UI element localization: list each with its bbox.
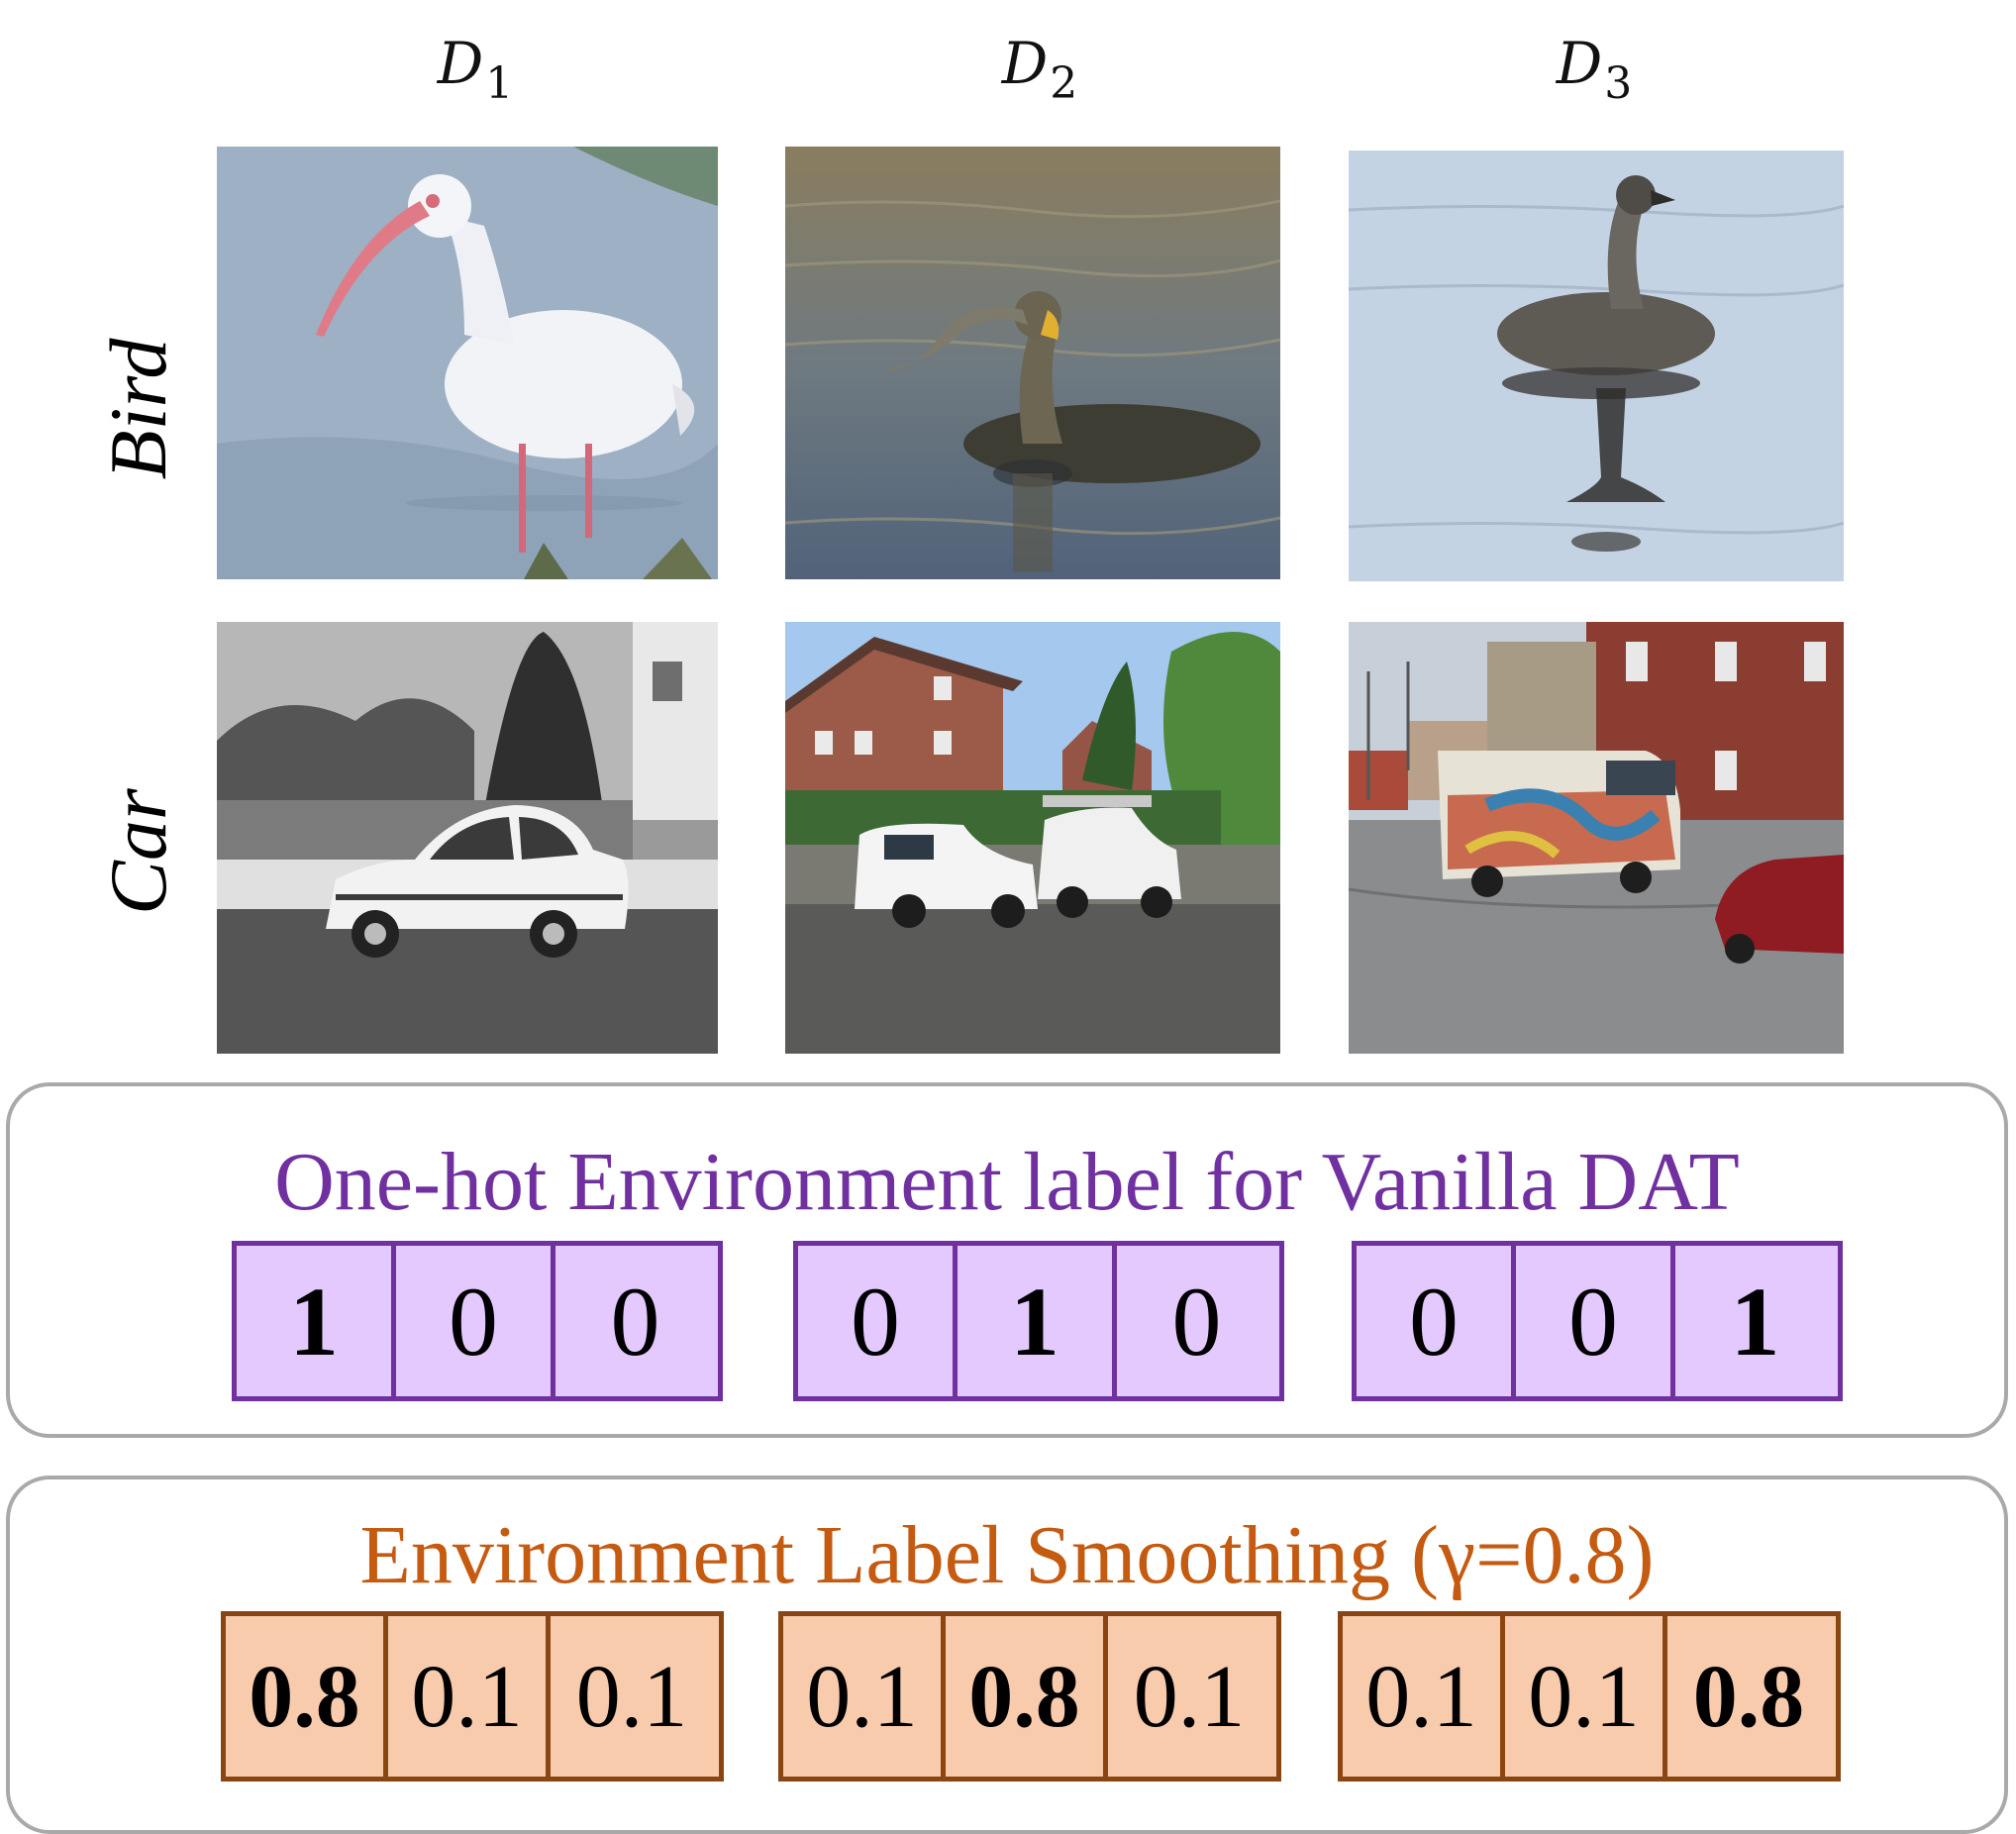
domain-subscript: 1 <box>485 58 514 110</box>
bird-d1-image <box>217 147 718 579</box>
smoothing-vector-d3: 0.1 0.1 0.8 <box>1338 1611 1841 1782</box>
smoothing-vector-d1: 0.8 0.1 0.1 <box>221 1611 724 1782</box>
white-ibis-icon <box>217 147 718 579</box>
onehot-cell: 0 <box>1171 1266 1222 1376</box>
smoothing-cell: 0.8 <box>1692 1647 1805 1746</box>
onehot-cell: 0 <box>1516 1246 1675 1396</box>
smoothing-cell: 0.1 <box>1133 1647 1246 1746</box>
car-d3-image <box>1349 622 1844 1054</box>
domain-header-1: D1 <box>376 30 574 109</box>
car-d2-image <box>785 622 1280 1054</box>
row-label-car: Car <box>93 788 183 915</box>
domain-symbol: D <box>1556 30 1603 97</box>
onehot-cell: 0 <box>798 1246 958 1396</box>
painted-bus-icon <box>1349 622 1844 1054</box>
smoothing-cell: 0.1 <box>1505 1616 1667 1777</box>
onehot-cell: 0 <box>610 1266 660 1376</box>
row-label-bird: Bird <box>93 338 183 480</box>
onehot-cell: 0 <box>1357 1246 1516 1396</box>
white-sedan-icon <box>217 622 718 1054</box>
onehot-vector-d1: 1 0 0 <box>232 1241 723 1401</box>
onehot-vector-d3: 0 0 1 <box>1352 1241 1843 1401</box>
domain-header-2: D2 <box>941 30 1139 109</box>
white-vans-icon <box>785 622 1280 1054</box>
onehot-title: One-hot Environment label for Vanilla DA… <box>274 1136 1740 1228</box>
goose-icon <box>1349 151 1844 581</box>
domain-header-3: D3 <box>1495 30 1693 109</box>
onehot-cell: 1 <box>958 1246 1117 1396</box>
smoothing-cell: 0.8 <box>946 1616 1108 1777</box>
cormorant-icon <box>785 147 1280 579</box>
onehot-cell: 1 <box>1730 1266 1780 1376</box>
smoothing-cell: 0.8 <box>226 1616 388 1777</box>
onehot-vector-d2: 0 1 0 <box>793 1241 1284 1401</box>
domain-symbol: D <box>437 30 484 97</box>
bird-d2-image <box>785 147 1280 579</box>
smoothing-vector-d2: 0.1 0.8 0.1 <box>778 1611 1281 1782</box>
onehot-cell: 1 <box>237 1246 396 1396</box>
car-d1-image <box>217 622 718 1054</box>
domain-symbol: D <box>1001 30 1049 97</box>
onehot-cell: 0 <box>396 1246 555 1396</box>
smoothing-title: Environment Label Smoothing (γ=0.8) <box>359 1509 1655 1601</box>
smoothing-cell: 0.1 <box>783 1616 946 1777</box>
domain-subscript: 2 <box>1050 58 1078 110</box>
smoothing-cell: 0.1 <box>575 1647 688 1746</box>
domain-subscript: 3 <box>1604 58 1633 110</box>
smoothing-cell: 0.1 <box>388 1616 551 1777</box>
smoothing-cell: 0.1 <box>1343 1616 1505 1777</box>
bird-d3-image <box>1349 151 1844 581</box>
